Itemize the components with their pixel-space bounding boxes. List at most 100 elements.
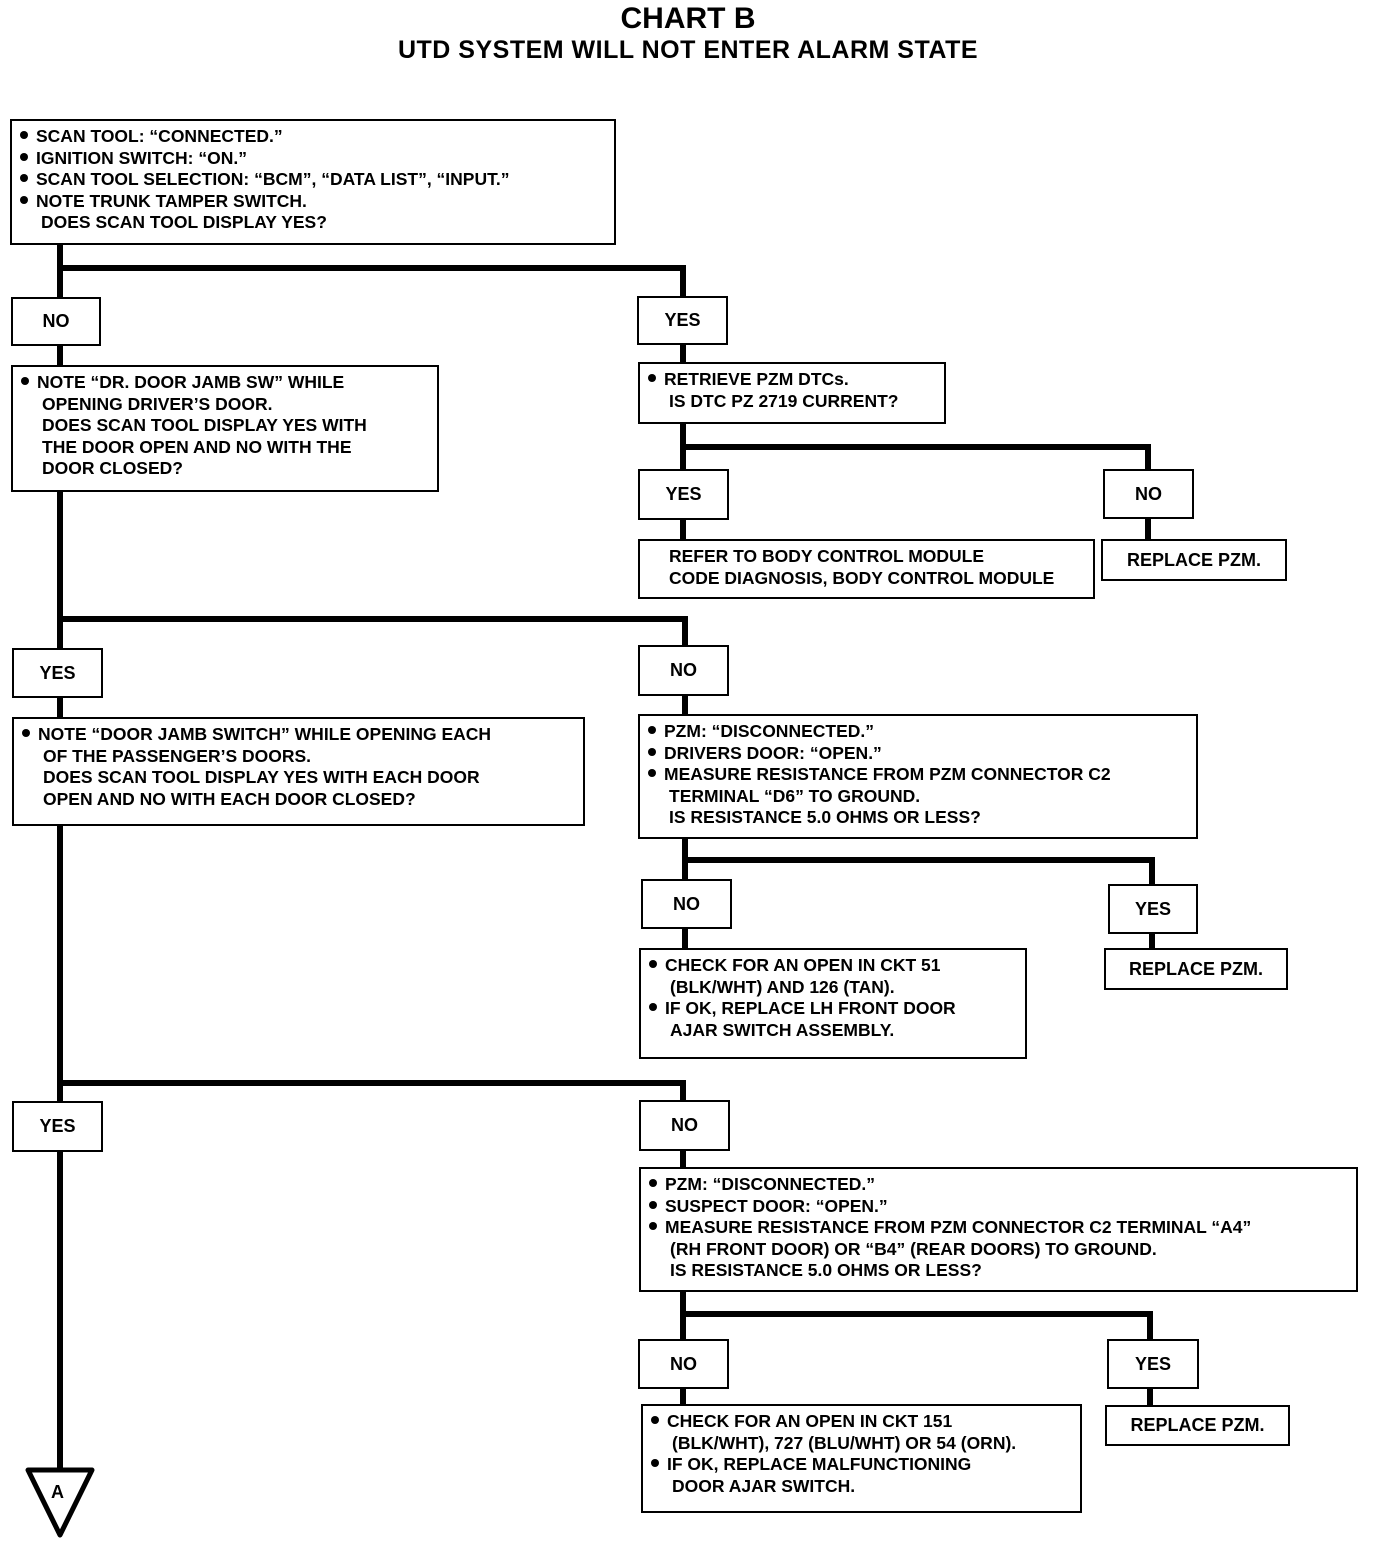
branch-line-2 <box>57 616 688 649</box>
step-text-line: IF OK, REPLACE LH FRONT DOOR <box>649 998 1017 1020</box>
step-text: OPENING DRIVER’S DOOR. <box>42 393 273 414</box>
step-text: NOTE “DR. DOOR JAMB SW” WHILE <box>37 372 345 392</box>
step-text: DOES SCAN TOOL DISPLAY YES? <box>41 212 327 232</box>
step-text: PZM: “DISCONNECTED.” <box>665 1174 875 1194</box>
step-text-line: OPENING DRIVER’S DOOR. <box>21 394 429 416</box>
step-text: IS RESISTANCE 5.0 OHMS OR LESS? <box>670 1260 982 1280</box>
step-text-line: IS DTC PZ 2719 CURRENT? <box>648 391 936 413</box>
step-text: CHECK FOR AN OPEN IN CKT 151 <box>667 1411 953 1431</box>
step-text-line: THE DOOR OPEN AND NO WITH THE <box>21 437 429 459</box>
step-box-retrieve-pzm-dtcs: RETRIEVE PZM DTCs.IS DTC PZ 2719 CURRENT… <box>638 362 946 424</box>
step-text: SCAN TOOL: “CONNECTED.” <box>36 126 283 146</box>
step-text-line: PZM: “DISCONNECTED.” <box>649 1174 1348 1196</box>
step-text-line: DOOR AJAR SWITCH. <box>651 1476 1072 1498</box>
step-text-line: IS RESISTANCE 5.0 OHMS OR LESS? <box>648 807 1188 829</box>
action-box-replace-pzm: REPLACE PZM. <box>1105 1405 1290 1446</box>
bullet-icon <box>648 726 656 734</box>
bullet-icon <box>648 769 656 777</box>
step-text-line: CHECK FOR AN OPEN IN CKT 51 <box>649 955 1017 977</box>
step-text-line: CHECK FOR AN OPEN IN CKT 151 <box>651 1411 1072 1433</box>
step-text-line: NOTE TRUNK TAMPER SWITCH. <box>20 191 606 213</box>
step-text: MEASURE RESISTANCE FROM PZM CONNECTOR C2… <box>665 1217 1252 1237</box>
step-text: (BLK/WHT), 727 (BLU/WHT) OR 54 (ORN). <box>672 1432 1017 1453</box>
step-text-line: DOOR CLOSED? <box>21 458 429 480</box>
step-box-check-ckt-151: CHECK FOR AN OPEN IN CKT 151(BLK/WHT), 7… <box>641 1404 1082 1513</box>
step-text: TERMINAL “D6” TO GROUND. <box>669 785 921 806</box>
step-text: THE DOOR OPEN AND NO WITH THE <box>42 436 352 457</box>
step-text: (BLK/WHT) AND 126 (TAN). <box>670 976 895 997</box>
branch-label-no: NO <box>641 879 732 929</box>
step-text-line: PZM: “DISCONNECTED.” <box>648 721 1188 743</box>
bullet-icon <box>648 374 656 382</box>
action-box-replace-pzm: REPLACE PZM. <box>1104 948 1288 990</box>
bullet-icon <box>20 131 28 139</box>
step-text: DOES SCAN TOOL DISPLAY YES WITH EACH DOO… <box>43 767 480 787</box>
step-text: SCAN TOOL SELECTION: “BCM”, “DATA LIST”,… <box>36 169 510 189</box>
branch-line-3 <box>57 1080 686 1104</box>
step-text-line: TERMINAL “D6” TO GROUND. <box>648 786 1188 808</box>
step-text: IS RESISTANCE 5.0 OHMS OR LESS? <box>669 807 981 827</box>
step-text-line: DOES SCAN TOOL DISPLAY YES WITH <box>21 415 429 437</box>
branch-line-1 <box>57 265 686 301</box>
step-text: NOTE TRUNK TAMPER SWITCH. <box>36 190 307 211</box>
step-text: DOOR AJAR SWITCH. <box>672 1475 856 1496</box>
step-text-line: AJAR SWITCH ASSEMBLY. <box>649 1020 1017 1042</box>
step-text-line: IGNITION SWITCH: “ON.” <box>20 148 606 170</box>
step-box-check-ckt-51: CHECK FOR AN OPEN IN CKT 51(BLK/WHT) AND… <box>639 948 1027 1059</box>
bullet-icon <box>22 729 30 737</box>
step-text: AJAR SWITCH ASSEMBLY. <box>670 1019 895 1040</box>
step-text: DOES SCAN TOOL DISPLAY YES WITH <box>42 415 367 435</box>
connector-a-label: A <box>51 1482 64 1502</box>
bullet-icon <box>20 174 28 182</box>
step-text-line: OPEN AND NO WITH EACH DOOR CLOSED? <box>22 789 575 811</box>
step-text: REFER TO BODY CONTROL MODULE <box>669 546 985 566</box>
step-text: SUSPECT DOOR: “OPEN.” <box>665 1195 888 1216</box>
bullet-icon <box>20 195 28 204</box>
branch-line-s3-right <box>680 444 1151 473</box>
branch-label-yes: YES <box>637 296 728 345</box>
bullet-icon <box>649 1222 657 1230</box>
step-text-line: CODE DIAGNOSIS, BODY CONTROL MODULE <box>648 568 1085 590</box>
branch-label-yes: YES <box>1107 1339 1199 1389</box>
connector-a-triangle <box>25 1467 95 1538</box>
step-text: IS DTC PZ 2719 CURRENT? <box>669 390 899 411</box>
bullet-icon <box>651 1459 659 1467</box>
step-text: (RH FRONT DOOR) OR “B4” (REAR DOORS) TO … <box>670 1238 1157 1259</box>
step-text: OPEN AND NO WITH EACH DOOR CLOSED? <box>43 788 416 809</box>
bullet-icon <box>649 1003 657 1011</box>
branch-label-no: NO <box>638 645 729 696</box>
branch-label-yes: YES <box>1108 884 1198 934</box>
step-text: IGNITION SWITCH: “ON.” <box>36 147 247 168</box>
bullet-icon <box>20 152 28 161</box>
step-text-line: (BLK/WHT), 727 (BLU/WHT) OR 54 (ORN). <box>651 1433 1072 1455</box>
step-text-line: SCAN TOOL SELECTION: “BCM”, “DATA LIST”,… <box>20 169 606 191</box>
branch-label-no: NO <box>1103 469 1194 519</box>
step-text-line: (BLK/WHT) AND 126 (TAN). <box>649 977 1017 999</box>
step-text: IF OK, REPLACE LH FRONT DOOR <box>665 998 956 1018</box>
branch-label-no: NO <box>639 1100 730 1151</box>
chart-title: CHART B <box>620 2 756 35</box>
step-text: PZM: “DISCONNECTED.” <box>664 721 874 741</box>
branch-label-yes: YES <box>638 469 729 520</box>
step-box-passenger-door-jamb: NOTE “DOOR JAMB SWITCH” WHILE OPENING EA… <box>12 717 585 826</box>
bullet-icon <box>651 1416 659 1424</box>
branch-label-no: NO <box>11 297 101 346</box>
step-text-line: REFER TO BODY CONTROL MODULE <box>648 546 1085 568</box>
step-text-line: RETRIEVE PZM DTCs. <box>648 369 936 391</box>
step-text-line: IS RESISTANCE 5.0 OHMS OR LESS? <box>649 1260 1348 1282</box>
step-text: OF THE PASSENGER’S DOORS. <box>43 745 312 766</box>
branch-label-yes: YES <box>12 648 103 698</box>
step-text: CODE DIAGNOSIS, BODY CONTROL MODULE <box>669 567 1055 588</box>
step-text-line: MEASURE RESISTANCE FROM PZM CONNECTOR C2 <box>648 764 1188 786</box>
branch-line-s8-right <box>680 1311 1153 1343</box>
step-text: DOOR CLOSED? <box>42 458 183 478</box>
step-text-line: SUSPECT DOOR: “OPEN.” <box>649 1196 1348 1218</box>
bullet-icon <box>21 377 29 385</box>
step-text: DRIVERS DOOR: “OPEN.” <box>664 742 882 763</box>
step-text-line: IF OK, REPLACE MALFUNCTIONING <box>651 1454 1072 1476</box>
step-text-line: (RH FRONT DOOR) OR “B4” (REAR DOORS) TO … <box>649 1239 1348 1261</box>
bullet-icon <box>648 747 656 756</box>
step-text-line: SCAN TOOL: “CONNECTED.” <box>20 126 606 148</box>
